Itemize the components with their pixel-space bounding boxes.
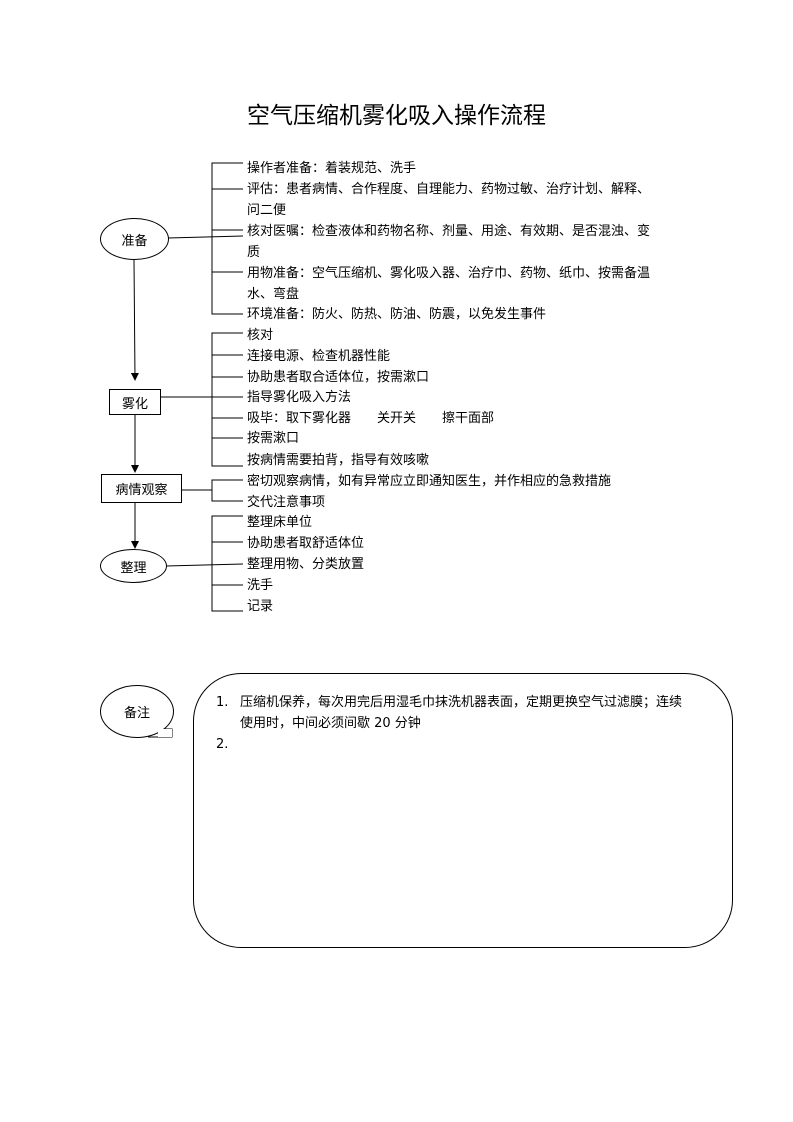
note-number: 1.: [216, 695, 229, 710]
tidy-item: 洗手: [247, 578, 274, 593]
prep-item: 用物准备：空气压缩机、雾化吸入器、治疗巾、药物、纸巾、按需备温: [247, 266, 651, 281]
observe-item: 交代注意事项: [247, 495, 326, 510]
prep-item: 环境准备：防火、防热、防油、防震，以免发生事件: [247, 307, 547, 322]
prep-node: 准备: [100, 218, 169, 260]
note-text: 使用时，中间必须间歇 20 分钟: [240, 716, 421, 731]
atomize-item: 吸毕：取下雾化器 关开关 擦干面部: [247, 411, 495, 426]
note-number: 2.: [216, 737, 229, 752]
prep-item: 操作者准备：着装规范、洗手: [247, 161, 417, 176]
prep-item: 问二便: [247, 203, 287, 218]
note-text: 压缩机保养，每次用完后用湿毛巾抹洗机器表面，定期更换空气过滤膜；连续: [240, 695, 683, 710]
prep-item: 质: [247, 245, 261, 260]
tidy-node: 整理: [100, 549, 167, 583]
page-title: 空气压缩机雾化吸入操作流程: [247, 103, 546, 129]
atomize-item: 按病情需要拍背，指导有效咳嗽: [247, 453, 430, 468]
tidy-item: 记录: [247, 599, 274, 614]
atomize-item: 按需漱口: [247, 431, 300, 446]
atomize-item: 核对: [247, 328, 274, 343]
tidy-item: 整理用物、分类放置: [247, 557, 365, 572]
prep-item: 评估：患者病情、合作程度、自理能力、药物过敏、治疗计划、解释、: [247, 182, 651, 197]
tidy-item: 协助患者取舒适体位: [247, 536, 365, 551]
notes-box: 1. 压缩机保养，每次用完后用湿毛巾抹洗机器表面，定期更换空气过滤膜；连续 使用…: [193, 673, 733, 948]
tidy-item: 整理床单位: [247, 515, 313, 530]
bubble-tail-mask: [158, 729, 172, 737]
atomize-item: 协助患者取合适体位，按需漱口: [247, 370, 430, 385]
atomize-item: 连接电源、检查机器性能: [247, 349, 391, 364]
atomize-item: 指导雾化吸入方法: [247, 390, 352, 405]
prep-item: 核对医嘱：检查液体和药物名称、剂量、用途、有效期、是否混浊、变: [247, 224, 651, 239]
atomize-node: 雾化: [109, 389, 161, 415]
observe-item: 密切观察病情，如有异常应立即通知医生，并作相应的急救措施: [247, 474, 612, 489]
observe-node: 病情观察: [101, 474, 182, 503]
prep-item: 水、弯盘: [247, 287, 300, 302]
